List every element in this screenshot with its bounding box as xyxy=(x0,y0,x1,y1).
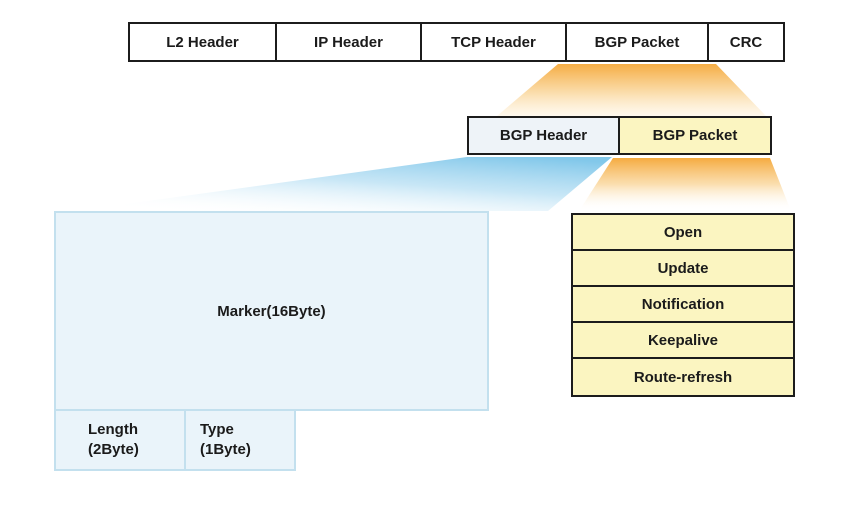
bgp-message-type-stack: Open Update Notification Keepalive Route… xyxy=(571,213,795,397)
cell-bgp-packet: BGP Packet xyxy=(620,118,770,153)
field-marker: Marker(16Byte) xyxy=(54,211,489,411)
field-type-name: Type xyxy=(200,420,234,438)
funnel-top-bgp-packet-icon xyxy=(497,64,766,116)
packet-frame-row: L2 Header IP Header TCP Header BGP Packe… xyxy=(128,22,785,62)
message-type-open: Open xyxy=(573,215,793,251)
message-type-update: Update xyxy=(573,251,793,287)
field-length-name: Length xyxy=(88,420,138,438)
message-type-keepalive: Keepalive xyxy=(573,323,793,359)
frame-cell-tcp-header: TCP Header xyxy=(420,24,565,60)
cell-bgp-header: BGP Header xyxy=(469,118,620,153)
message-type-notification: Notification xyxy=(573,287,793,323)
frame-cell-bgp-packet: BGP Packet xyxy=(565,24,707,60)
frame-cell-l2-header: L2 Header xyxy=(130,24,275,60)
field-length-size: (2Byte) xyxy=(88,441,139,458)
funnel-bgp-header-to-fields-icon xyxy=(75,157,612,211)
field-type-size: (1Byte) xyxy=(200,441,251,458)
field-type: Type (1Byte) xyxy=(184,409,296,471)
message-type-route-refresh: Route-refresh xyxy=(573,359,793,395)
frame-cell-crc: CRC xyxy=(707,24,783,60)
frame-cell-ip-header: IP Header xyxy=(275,24,420,60)
bgp-packet-row: BGP Header BGP Packet xyxy=(467,116,772,155)
funnel-bgp-packet-to-messages-icon xyxy=(579,158,791,211)
field-length: Length (2Byte) xyxy=(54,409,186,471)
